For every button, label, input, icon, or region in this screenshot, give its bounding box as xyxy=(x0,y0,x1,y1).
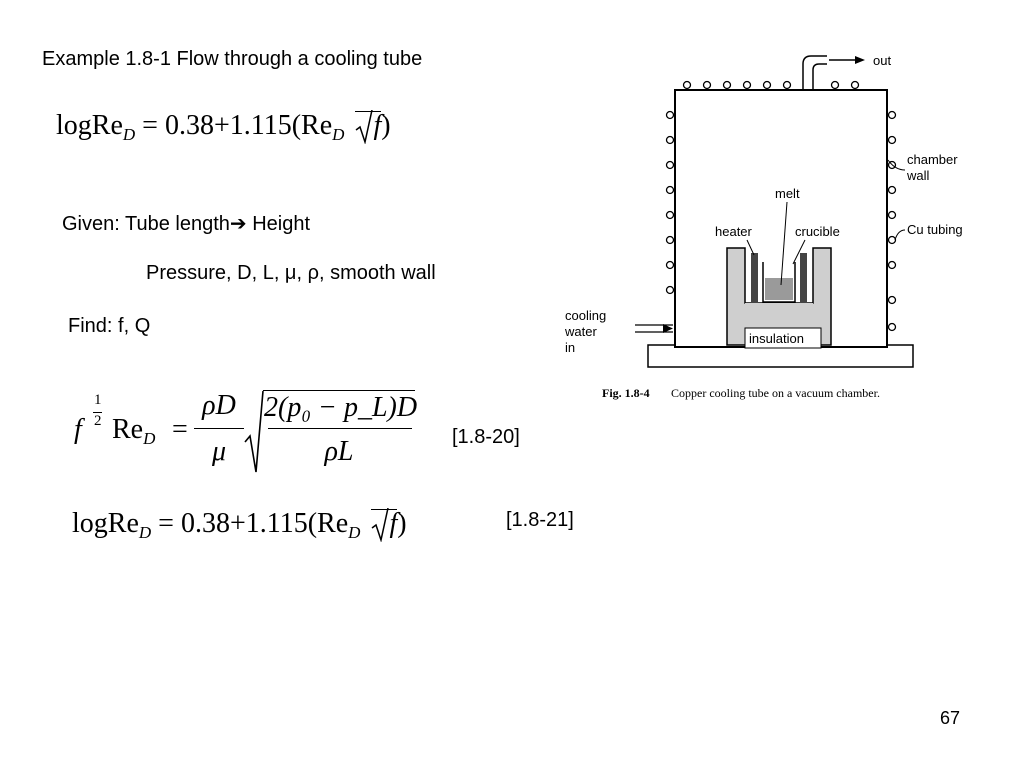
given-suffix: Height xyxy=(246,213,311,235)
label-water: water xyxy=(564,324,597,339)
heater-leader xyxy=(746,239,755,256)
cooling-tube-figure: out insulation melt heater crucible cham… xyxy=(564,53,963,400)
arrow-icon: ➔ xyxy=(229,213,247,235)
label-wall: wall xyxy=(906,168,930,183)
eq20-sqrt-top xyxy=(263,390,415,391)
eq-top-sqrt: f xyxy=(355,110,382,144)
melt xyxy=(765,278,793,300)
eq21-sub-d: D xyxy=(138,523,152,542)
eq21-log: log xyxy=(72,508,108,539)
label-out: out xyxy=(873,53,891,68)
eq20-frac2-den: ρL xyxy=(324,436,354,467)
find-line: Find: f, Q xyxy=(68,315,151,337)
eq20-exp-den: 2 xyxy=(94,413,102,429)
crucible-leader xyxy=(792,239,806,265)
label-heater: heater xyxy=(715,224,753,239)
sqrt-icon xyxy=(355,110,374,144)
eq21-const-a: 0.38 xyxy=(180,508,230,539)
slide-title: Example 1.8-1 Flow through a cooling tub… xyxy=(42,48,423,70)
outlet-pipe xyxy=(802,55,827,90)
eq20-frac1-num: ρD xyxy=(202,390,236,421)
in-arrow-head xyxy=(663,324,673,333)
eq-top-plus: + xyxy=(213,110,230,141)
eq21-close: ) xyxy=(397,508,407,539)
equation-1-8-20: f 1 2 ReD = ρD μ 2(p₀ − p_L)D ρL xyxy=(72,388,432,474)
label-crucible: crucible xyxy=(795,224,840,239)
eq20-frac2-num: 2(p₀ − p_L)D xyxy=(264,392,418,423)
equation-top: logReD = 0.38+1.115(ReD f ) xyxy=(56,110,391,145)
melt-leader xyxy=(780,201,788,286)
given-line-2: Pressure, D, L, μ, ρ, smooth wall xyxy=(146,262,436,284)
eq-top-sub-d2: D xyxy=(332,125,345,144)
eq-top-f: f xyxy=(373,110,382,141)
label-in: in xyxy=(565,340,575,355)
eq21-equals: = xyxy=(158,508,174,539)
eq21-plus: + xyxy=(229,508,246,539)
tubing-leader xyxy=(894,229,906,241)
eq21-re: Re xyxy=(107,508,139,539)
label-insulation: insulation xyxy=(749,331,804,346)
label-chamber: chamber xyxy=(907,152,958,167)
insulation-label-box xyxy=(744,327,822,349)
eq-top-sub-d: D xyxy=(122,125,136,144)
right-tubing xyxy=(887,110,897,332)
heater-right xyxy=(800,253,807,303)
eq-top-close: ) xyxy=(381,110,391,141)
eq-top-const-a: 0.38 xyxy=(164,110,214,141)
eq-top-re: Re xyxy=(91,110,123,141)
eq20-frac1-bar xyxy=(194,428,244,429)
eq21-sub-d2: D xyxy=(348,523,361,542)
label-cooling: cooling xyxy=(565,308,606,323)
eq20-f: f xyxy=(74,414,82,445)
outlet-pipe-inner xyxy=(812,63,827,90)
eq21-ref: [1.8-21] xyxy=(506,509,574,531)
sqrt-icon xyxy=(244,390,264,473)
page-number: 67 xyxy=(940,708,961,728)
caption-id: Fig. 1.8-4 xyxy=(602,386,650,400)
eq-top-equals: = xyxy=(142,110,158,141)
eq20-frac1-den: μ xyxy=(211,436,227,467)
sqrt-icon xyxy=(371,508,390,542)
eq20-frac2-bar xyxy=(268,428,412,429)
eq20-re: ReD xyxy=(112,414,156,448)
top-tubing xyxy=(682,80,860,90)
eq20-equals: = xyxy=(172,414,188,445)
eq20-exp-bar xyxy=(93,412,102,413)
eq-top-log: log xyxy=(56,110,92,141)
eq21-const-b: 1.115(Re xyxy=(245,508,349,539)
equation-1-8-21: logReD = 0.38+1.115(ReD f ) xyxy=(72,508,407,543)
label-cu-tubing: Cu tubing xyxy=(907,222,963,237)
chamber-leader xyxy=(887,159,906,171)
label-melt: melt xyxy=(775,186,800,201)
eq21-sqrt: f xyxy=(371,508,398,542)
given-prefix: Given: Tube length xyxy=(62,213,230,235)
given-line-1: Given: Tube length➔ Height xyxy=(62,211,310,236)
out-arrow-head xyxy=(855,56,865,64)
eq20-exp-num: 1 xyxy=(94,392,102,408)
eq20-ref: [1.8-20] xyxy=(452,426,520,448)
left-tubing xyxy=(665,110,675,295)
eq-top-const-b: 1.115(Re xyxy=(229,110,333,141)
heater-left xyxy=(751,253,758,303)
eq21-f: f xyxy=(389,508,398,539)
crucible xyxy=(762,262,796,303)
caption-text: Copper cooling tube on a vacuum chamber. xyxy=(671,386,880,400)
